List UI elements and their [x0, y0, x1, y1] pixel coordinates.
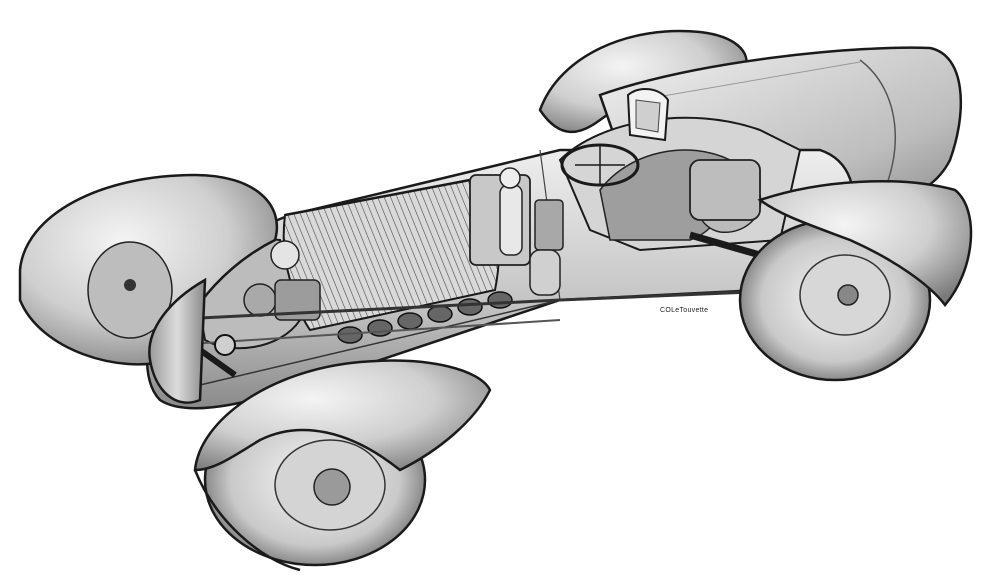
rear-right-wheel	[738, 218, 932, 382]
front-right-fender	[193, 359, 492, 572]
front-left-fender	[18, 173, 278, 366]
nose-cone	[148, 277, 207, 404]
windscreen	[626, 88, 670, 142]
engine-ancillaries	[469, 167, 564, 296]
steering-wheel	[560, 143, 640, 187]
rear-right-fender	[757, 180, 973, 307]
artist-signature: COLeTouvette	[660, 307, 708, 314]
